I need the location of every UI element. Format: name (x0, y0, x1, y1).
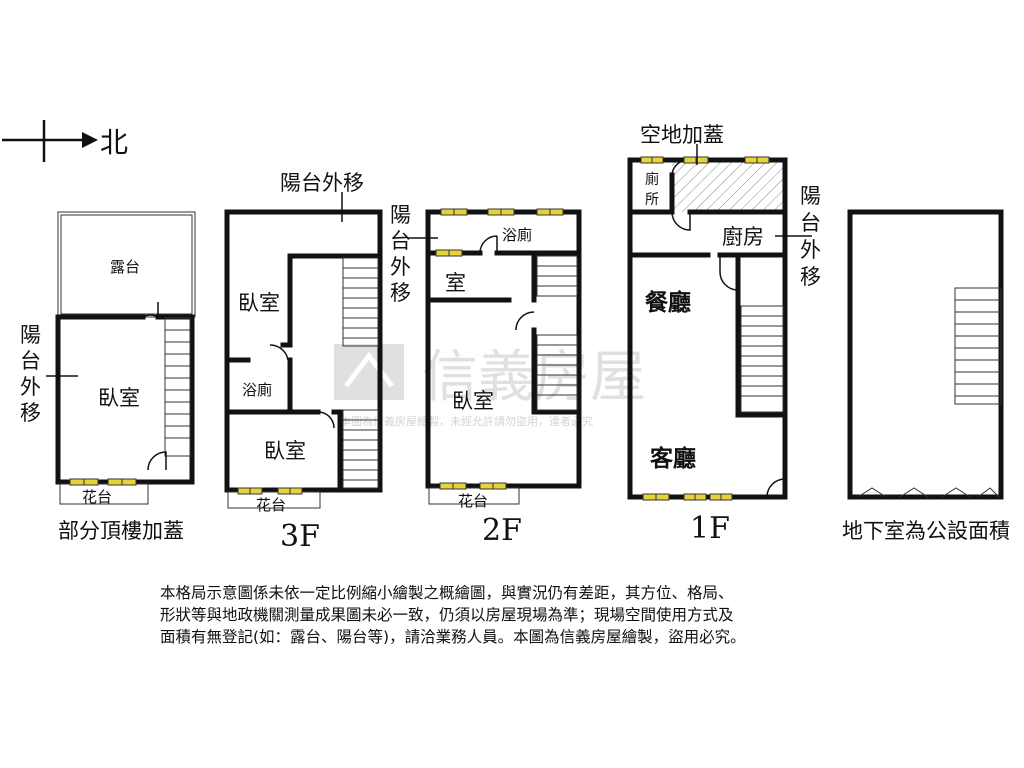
3f-planter-box (227, 491, 321, 509)
roof-stairs (164, 317, 191, 457)
roof-terrace-label: 露台 (110, 258, 140, 276)
1f-window-bottom (642, 493, 733, 501)
floor-1f: 空地加蓋 廁 所 廚房 餐廳 客廳 陽 台 外 移 1F (627, 123, 821, 546)
basement-caption: 地下室為公設面積 (842, 519, 1010, 543)
roof-balcony-note: 陽 台 外 移 (20, 323, 41, 425)
3f-stairs-upper (342, 257, 379, 347)
svg-text:台: 台 (20, 349, 41, 373)
svg-text:外: 外 (800, 238, 821, 262)
2f-window-bottom (439, 482, 507, 490)
2f-room-label: 室 (445, 271, 466, 295)
3f-stairs-lower (342, 409, 379, 489)
1f-addition-hatch (672, 160, 785, 212)
compass: 北 (2, 120, 128, 162)
svg-text:陽: 陽 (800, 184, 821, 208)
svg-text:陽: 陽 (20, 323, 41, 347)
floor-basement: 地下室為公設面積 (842, 209, 1010, 543)
watermark: 信義房屋 本圖為信義房屋繪製，未經允許請勿盜用，違者必究 (334, 344, 646, 428)
disclaimer-line: 形狀等與地政機關測量成果圖未必一致，仍須以房屋現場為準；現場空間使用方式及 (160, 606, 734, 624)
basement-door-marks (857, 487, 1000, 498)
1f-toilet-label-2: 所 (645, 192, 659, 208)
1f-kitchen-label: 廚房 (722, 225, 764, 249)
2f-planter-box (428, 487, 520, 505)
1f-entry-door-icon (766, 478, 786, 498)
1f-window-top (640, 156, 770, 164)
3f-window (237, 487, 303, 495)
svg-text:台: 台 (390, 229, 411, 253)
3f-caption: 3F (280, 519, 320, 554)
disclaimer-line: 本格局示意圖係未依一定比例縮小繪製之概繪圖，與實況仍有差距，其方位、格局、 (160, 584, 734, 602)
svg-text:移: 移 (20, 401, 41, 425)
floor-2f: 陽 台 外 移 浴廁 室 臥室 花台 2F (390, 203, 582, 548)
1f-balcony-note: 陽 台 外 移 (800, 184, 821, 289)
1f-dining-label: 餐廳 (645, 289, 691, 316)
roof-planter-label: 花台 (82, 488, 112, 506)
roof-bedroom-label: 臥室 (98, 386, 140, 410)
roof-window (69, 478, 137, 486)
2f-caption: 2F (482, 513, 522, 548)
3f-planter-label: 花台 (256, 496, 286, 514)
svg-text:陽: 陽 (390, 203, 411, 227)
3f-bedroom-bottom-label: 臥室 (264, 439, 306, 463)
svg-text:外: 外 (390, 255, 411, 279)
2f-door-icon (515, 311, 535, 331)
3f-door-icon (269, 344, 289, 361)
1f-stairs (740, 305, 784, 413)
2f-bath-door-icon (479, 235, 498, 254)
svg-text:台: 台 (800, 211, 821, 235)
1f-toilet-label-1: 廁 (645, 171, 659, 188)
basement-stairs (954, 287, 1002, 405)
2f-bath-label: 浴廁 (502, 226, 532, 244)
1f-stair-door-icon (719, 271, 739, 291)
2f-planter-label: 花台 (458, 492, 488, 510)
compass-label: 北 (100, 126, 128, 159)
disclaimer-line: 面積有無登記(如：露台、陽台等)，請洽業務人員。本圖為信義房屋繪製，盜用必究。 (160, 628, 746, 646)
roof-caption: 部分頂樓加蓋 (58, 519, 184, 543)
3f-balcony-note: 陽台外移 (280, 171, 364, 195)
1f-kitchen-door-icon (671, 211, 691, 231)
1f-caption: 1F (690, 511, 730, 546)
floor-roof: 露台 花台 臥室 陽 台 外 移 部分頂樓加蓋 (20, 211, 196, 543)
3f-door2-icon (317, 411, 335, 429)
2f-stairs-lower (536, 334, 578, 411)
svg-text:外: 外 (20, 375, 41, 399)
svg-text:移: 移 (390, 281, 411, 305)
2f-bedroom-label: 臥室 (452, 389, 494, 413)
3f-bedroom-top-label: 臥室 (238, 291, 280, 315)
disclaimer: 本格局示意圖係未依一定比例縮小繪製之概繪圖，與實況仍有差距，其方位、格局、 形狀… (160, 582, 880, 648)
2f-balcony-note: 陽 台 外 移 (390, 203, 411, 305)
3f-bath-label: 浴廁 (242, 381, 272, 399)
2f-window-top (435, 208, 564, 257)
1f-addition-label: 空地加蓋 (640, 123, 724, 147)
floor-3f: 陽台外移 臥室 浴廁 臥室 花台 3F (224, 171, 383, 554)
svg-text:移: 移 (800, 265, 821, 289)
roof-inner-door-icon (147, 451, 167, 471)
roof-planter-box (59, 483, 149, 505)
watermark-notice: 本圖為信義房屋繪製，未經允許請勿盜用，違者必究 (340, 414, 593, 428)
north-arrow-icon (82, 132, 98, 148)
1f-living-label: 客廳 (650, 445, 696, 472)
